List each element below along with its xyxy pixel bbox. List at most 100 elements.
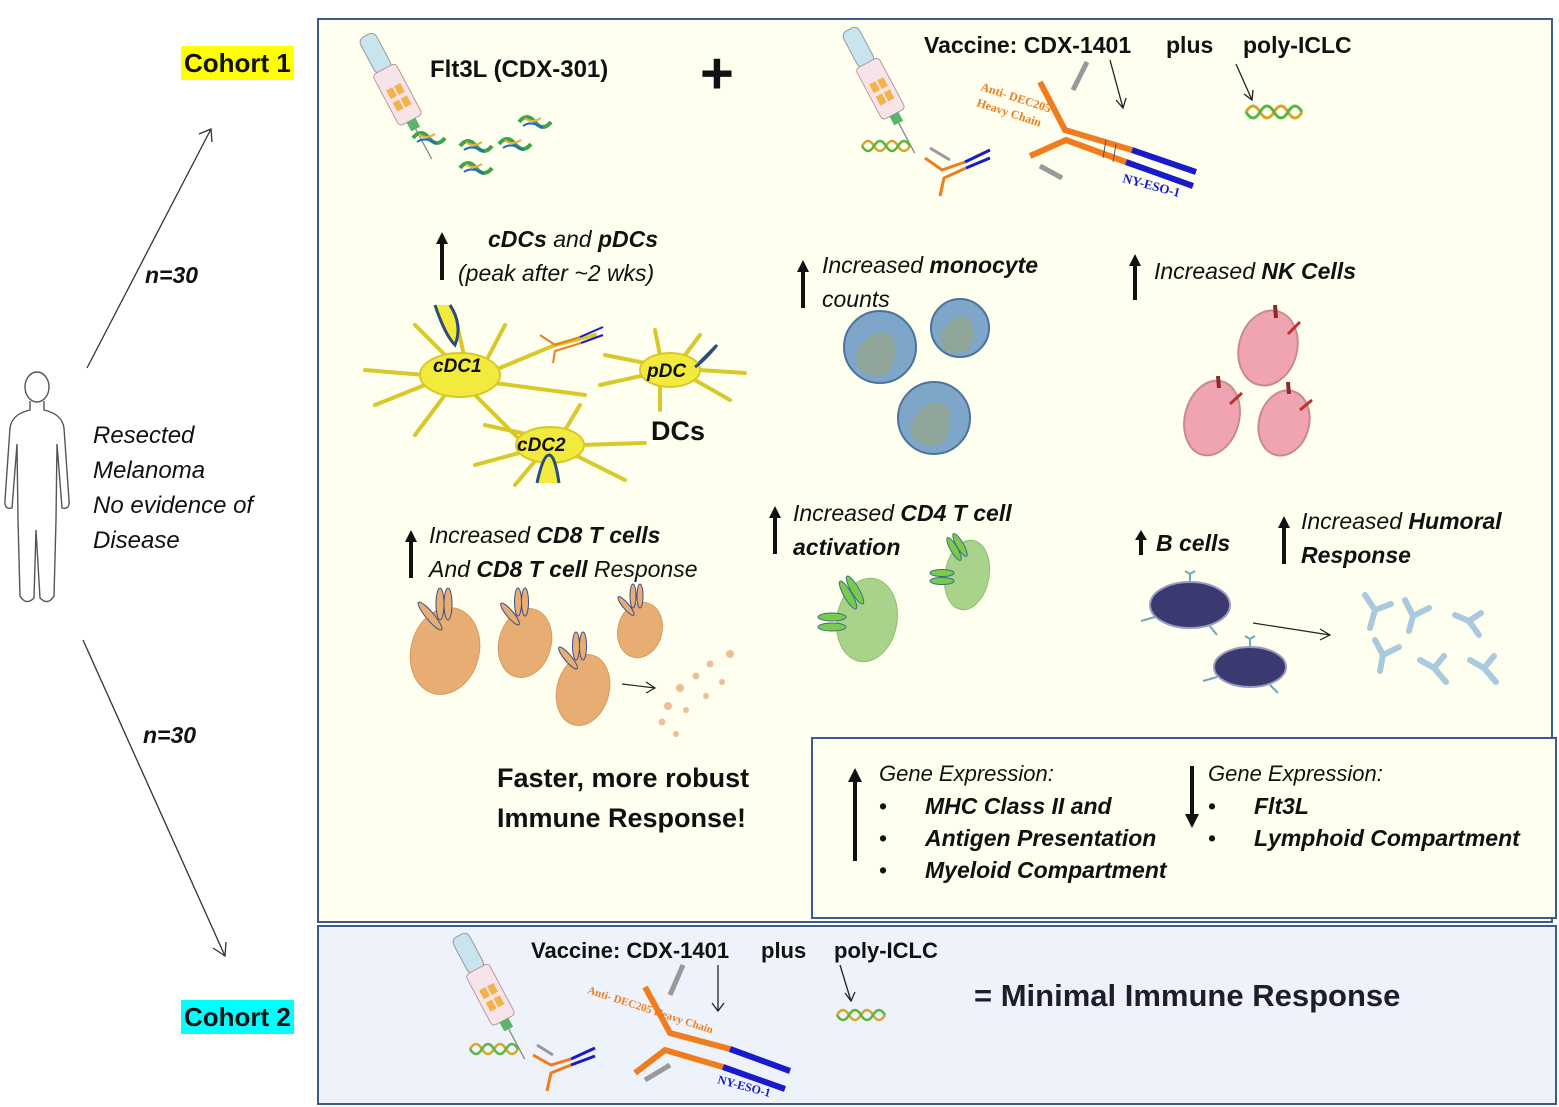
arrow-icon bbox=[621, 681, 657, 694]
vaccine-plus-label: plus bbox=[1166, 32, 1214, 58]
gene-expression-down: Gene Expression: •Flt3L •Lymphoid Compar… bbox=[1208, 758, 1520, 854]
receptor-icon bbox=[694, 343, 719, 369]
nk-up-arrow-icon bbox=[1129, 254, 1141, 300]
antibody-small-icon bbox=[532, 1043, 596, 1092]
protein-icon bbox=[411, 131, 447, 145]
pdc-cell-body bbox=[639, 352, 701, 388]
bcells-illustration bbox=[1140, 570, 1499, 694]
dcs-peak-label: (peak after ~2 wks) bbox=[458, 260, 655, 286]
dcs-bold-2: pDCs bbox=[597, 226, 659, 252]
cd8-line-1: Increased CD8 T cells bbox=[429, 522, 661, 548]
monocyte-line-1: Increased monocyte bbox=[822, 252, 1039, 278]
monocyte-line-2: counts bbox=[822, 286, 890, 312]
arrow-icon bbox=[1252, 622, 1332, 641]
gene-up-item: •Myeloid Compartment bbox=[879, 857, 1167, 883]
vaccine-label: Vaccine: CDX-1401 bbox=[924, 32, 1132, 58]
pdc-cell-icon bbox=[598, 328, 747, 412]
summary-text: Faster, more robust Immune Response! bbox=[497, 758, 749, 838]
patient-line-3: No evidence of bbox=[93, 492, 254, 519]
protein-icon bbox=[458, 161, 494, 175]
humoral-effect-label: Increased Humoral Response bbox=[1301, 504, 1502, 572]
cdc1-label: cDC1 bbox=[433, 356, 482, 377]
cohort-2-adjuvant-label: poly-ICLC bbox=[834, 938, 938, 963]
monocyte-effect-label: Increased monocyte counts bbox=[822, 248, 1038, 316]
nk-cell-icon bbox=[1183, 375, 1244, 457]
dendritic-cells-illustration: cDC1 cDC2 pDC bbox=[363, 304, 747, 487]
gene-up-item: •MHC Class II and bbox=[879, 793, 1112, 819]
patient-line-4: Disease bbox=[93, 527, 180, 554]
syringe-icon bbox=[359, 32, 433, 160]
plus-symbol: + bbox=[700, 41, 734, 106]
cdc1-cell-body bbox=[419, 352, 501, 398]
patient-silhouette-icon bbox=[4, 371, 70, 603]
gene-expression-box bbox=[811, 737, 1557, 919]
humoral-line-2: Response bbox=[1301, 542, 1411, 568]
cohort-2-vaccine-label: Vaccine: CDX-1401 bbox=[531, 938, 730, 963]
antibody-large-icon bbox=[1028, 60, 1197, 189]
patient-description: Resected Melanoma No evidence of Disease bbox=[93, 418, 253, 558]
adjuvant-label: poly-ICLC bbox=[1243, 32, 1352, 58]
patient-line-1: Resected bbox=[93, 422, 195, 449]
n-label-cohort-2: n=30 bbox=[143, 722, 197, 748]
antibody-cluster-icon bbox=[1362, 592, 1499, 685]
cd8-t-cell-icon bbox=[555, 631, 611, 726]
protein-icon bbox=[497, 137, 533, 151]
cd4-line-1: Increased CD4 T cell bbox=[793, 500, 1012, 526]
humoral-line-1: Increased Humoral bbox=[1301, 508, 1502, 534]
cohort-1-label: Cohort 1 bbox=[181, 46, 294, 80]
antibody-small-icon bbox=[539, 326, 604, 364]
nk-cell-icon bbox=[1237, 304, 1302, 387]
gene-down-list: •Flt3L •Lymphoid Compartment bbox=[1208, 790, 1520, 854]
cd4-t-cell-icon bbox=[817, 575, 898, 663]
cd4-cells-illustration bbox=[817, 533, 991, 663]
dcs-effect-label: cDCs and pDCs bbox=[488, 222, 658, 256]
dna-icon bbox=[835, 1008, 887, 1022]
protein-icon bbox=[458, 139, 494, 153]
cohort-arrows bbox=[4, 128, 227, 958]
cd4-up-arrow-icon bbox=[769, 506, 781, 554]
monocyte-cell-icon bbox=[930, 298, 990, 358]
cohort-2-result: = Minimal Immune Response bbox=[974, 978, 1401, 1013]
vaccine-diagram: Anti- DEC205 Heavy Chain NY-ESO-1 bbox=[860, 59, 1304, 200]
receptor-icon bbox=[433, 304, 460, 348]
gene-down-item: •Lymphoid Compartment bbox=[1208, 825, 1520, 851]
gene-down-item: •Flt3L bbox=[1208, 793, 1309, 819]
patient-line-2: Melanoma bbox=[93, 457, 206, 484]
cytokine-particles-icon bbox=[658, 650, 734, 737]
dna-icon bbox=[468, 1042, 520, 1056]
nk-cells-illustration bbox=[1183, 304, 1313, 457]
antibody-small-icon bbox=[924, 146, 991, 197]
cd8-t-cell-icon bbox=[409, 587, 481, 695]
cdc2-label: cDC2 bbox=[517, 435, 566, 456]
dna-icon bbox=[860, 139, 912, 153]
dcs-mid: and bbox=[546, 226, 598, 252]
nk-effect-label: Increased NK Cells bbox=[1154, 258, 1356, 284]
nk-cell-icon bbox=[1257, 381, 1313, 457]
cd4-t-cell-icon bbox=[929, 533, 991, 611]
syringe-icon bbox=[452, 932, 526, 1060]
gene-up-arrow-icon bbox=[848, 768, 862, 861]
dcs-bold-1: cDCs bbox=[488, 226, 547, 252]
gene-up-item: •Antigen Presentation bbox=[879, 825, 1157, 851]
cohort-2-label: Cohort 2 bbox=[181, 1000, 294, 1034]
summary-line-2: Immune Response! bbox=[497, 803, 747, 833]
monocyte-cell-icon bbox=[897, 381, 971, 455]
monocyte-up-arrow-icon bbox=[797, 260, 809, 308]
gene-up-list: •MHC Class II and •Antigen Presentation … bbox=[879, 790, 1167, 886]
cd8-line-2: And CD8 T cell Response bbox=[429, 556, 698, 582]
humoral-up-arrow-icon bbox=[1278, 516, 1290, 564]
cohort-2-vaccine-diagram: Anti- DEC205 Heavy Chain NY-ESO-1 bbox=[468, 964, 887, 1100]
cohort-2-plus-label: plus bbox=[761, 938, 807, 963]
b-cell-icon bbox=[1202, 635, 1287, 694]
gene-expression-up: Gene Expression: •MHC Class II and •Anti… bbox=[879, 758, 1167, 886]
gene-down-title: Gene Expression: bbox=[1208, 761, 1383, 786]
monocyte-cells-illustration bbox=[843, 298, 990, 455]
n-label-cohort-1: n=30 bbox=[145, 262, 199, 288]
cohort-2-panel bbox=[317, 925, 1557, 1105]
protein-icon bbox=[517, 115, 553, 129]
flt3l-protein-icons bbox=[411, 115, 553, 175]
flt3l-label: Flt3L (CDX-301) bbox=[430, 56, 609, 83]
pointer-arrow-icon bbox=[1109, 59, 1254, 110]
summary-line-1: Faster, more robust bbox=[497, 763, 750, 793]
monocyte-cell-icon bbox=[843, 310, 917, 384]
